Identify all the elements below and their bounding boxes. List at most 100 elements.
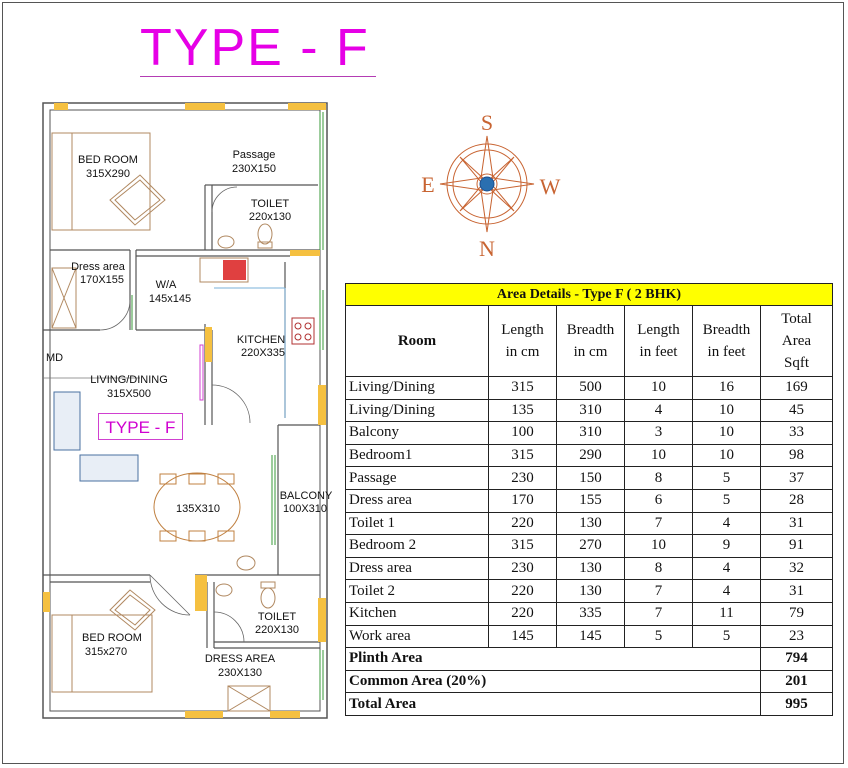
toilet1-label: TOILET bbox=[251, 198, 290, 210]
breadth-cm-cell: 500 bbox=[556, 376, 625, 400]
kitchen-size: 220X335 bbox=[241, 347, 285, 359]
total-value: 995 bbox=[760, 692, 833, 716]
total-label: Common Area (20%) bbox=[345, 669, 761, 694]
area-sqft-cell: 23 bbox=[760, 624, 833, 649]
breadth-ft-cell: 5 bbox=[692, 624, 761, 649]
total-row: Common Area (20%)201 bbox=[345, 669, 833, 694]
col-header-breadth-ft-l2: in feet bbox=[707, 344, 746, 360]
windows bbox=[43, 103, 326, 718]
col-header-total-l3: Sqft bbox=[783, 355, 809, 371]
compass-center bbox=[479, 176, 495, 192]
total-label: Total Area bbox=[345, 692, 761, 716]
wa-label: W/A bbox=[156, 279, 177, 291]
breadth-cm-cell: 145 bbox=[556, 624, 625, 649]
area-sqft-cell: 79 bbox=[760, 601, 833, 626]
table-caption-row: Area Details - Type F ( 2 BHK) bbox=[345, 283, 833, 306]
dress2-size: 230X130 bbox=[218, 667, 262, 679]
length-ft-cell: 10 bbox=[624, 376, 693, 400]
breadth-cm-cell: 310 bbox=[556, 421, 625, 445]
length-cm-cell: 220 bbox=[488, 511, 557, 536]
breadth-cm-cell: 290 bbox=[556, 443, 625, 468]
length-cm-cell: 315 bbox=[488, 376, 557, 400]
living-size: 315X500 bbox=[107, 388, 151, 400]
breadth-ft-cell: 4 bbox=[692, 511, 761, 536]
breadth-cm-cell: 150 bbox=[556, 466, 625, 490]
dress1-label: Dress area bbox=[71, 261, 126, 273]
col-header-total-l2: Area bbox=[781, 333, 812, 349]
breadth-ft-cell: 4 bbox=[692, 556, 761, 581]
col-header-length-cm-l1: Length bbox=[501, 322, 544, 338]
col-header-room: Room bbox=[345, 305, 489, 377]
total-value: 794 bbox=[760, 647, 833, 671]
breadth-cm-cell: 270 bbox=[556, 534, 625, 558]
toilet2-label: TOILET bbox=[258, 611, 297, 623]
bedroom1-size: 315X290 bbox=[86, 168, 130, 180]
sofa-set bbox=[53, 391, 139, 482]
bed-2 bbox=[51, 589, 156, 693]
kitchen-label: KITCHEN bbox=[237, 334, 285, 346]
length-ft-cell: 10 bbox=[624, 443, 693, 468]
length-cm-cell: 315 bbox=[488, 443, 557, 468]
compass-top-letter: S bbox=[481, 110, 493, 135]
length-cm-cell: 145 bbox=[488, 624, 557, 649]
room-cell: Bedroom1 bbox=[345, 443, 489, 468]
room-cell: Living/Dining bbox=[345, 376, 489, 400]
room-cell: Passage bbox=[345, 466, 489, 490]
balcony-label: BALCONY bbox=[280, 490, 333, 502]
length-cm-cell: 170 bbox=[488, 488, 557, 513]
area-sqft-cell: 31 bbox=[760, 579, 833, 603]
breadth-ft-cell: 10 bbox=[692, 398, 761, 423]
col-header-total-l1: Total bbox=[781, 311, 812, 327]
area-sqft-cell: 91 bbox=[760, 534, 833, 558]
toilet1-size: 220x130 bbox=[249, 211, 291, 223]
dress1-size: 170X155 bbox=[80, 274, 124, 286]
compass-left-letter: E bbox=[421, 172, 434, 197]
wa-size: 145x145 bbox=[149, 293, 191, 305]
dress2-label: DRESS AREA bbox=[205, 653, 276, 665]
breadth-ft-cell: 4 bbox=[692, 579, 761, 603]
length-ft-cell: 6 bbox=[624, 488, 693, 513]
dress-area-marks bbox=[51, 267, 271, 712]
col-header-breadth-cm-l1: Breadth bbox=[566, 322, 615, 338]
breadth-ft-cell: 9 bbox=[692, 534, 761, 558]
room-cell: Kitchen bbox=[345, 601, 489, 626]
room-cell: Toilet 2 bbox=[345, 579, 489, 603]
col-header-breadth-ft: Breadth in feet bbox=[692, 305, 761, 377]
compass-bottom-letter: N bbox=[479, 236, 495, 261]
col-header-breadth-ft-l1: Breadth bbox=[702, 322, 751, 338]
room-cell: Balcony bbox=[345, 421, 489, 445]
area-sqft-cell: 45 bbox=[760, 398, 833, 423]
length-cm-cell: 135 bbox=[488, 398, 557, 423]
compass-rings bbox=[446, 143, 528, 225]
kitchen-fixtures bbox=[199, 257, 315, 418]
md-label: MD bbox=[46, 352, 63, 364]
length-cm-cell: 230 bbox=[488, 466, 557, 490]
breadth-cm-cell: 310 bbox=[556, 398, 625, 423]
total-value: 201 bbox=[760, 669, 833, 694]
length-ft-cell: 8 bbox=[624, 556, 693, 581]
breadth-cm-cell: 155 bbox=[556, 488, 625, 513]
length-cm-cell: 230 bbox=[488, 556, 557, 581]
col-header-length-ft-l2: in feet bbox=[639, 344, 678, 360]
bedroom2-label: BED ROOM bbox=[82, 632, 142, 644]
length-cm-cell: 100 bbox=[488, 421, 557, 445]
area-sqft-cell: 169 bbox=[760, 376, 833, 400]
magenta-door-mark bbox=[199, 344, 204, 401]
bedroom2-size: 315x270 bbox=[85, 646, 127, 658]
